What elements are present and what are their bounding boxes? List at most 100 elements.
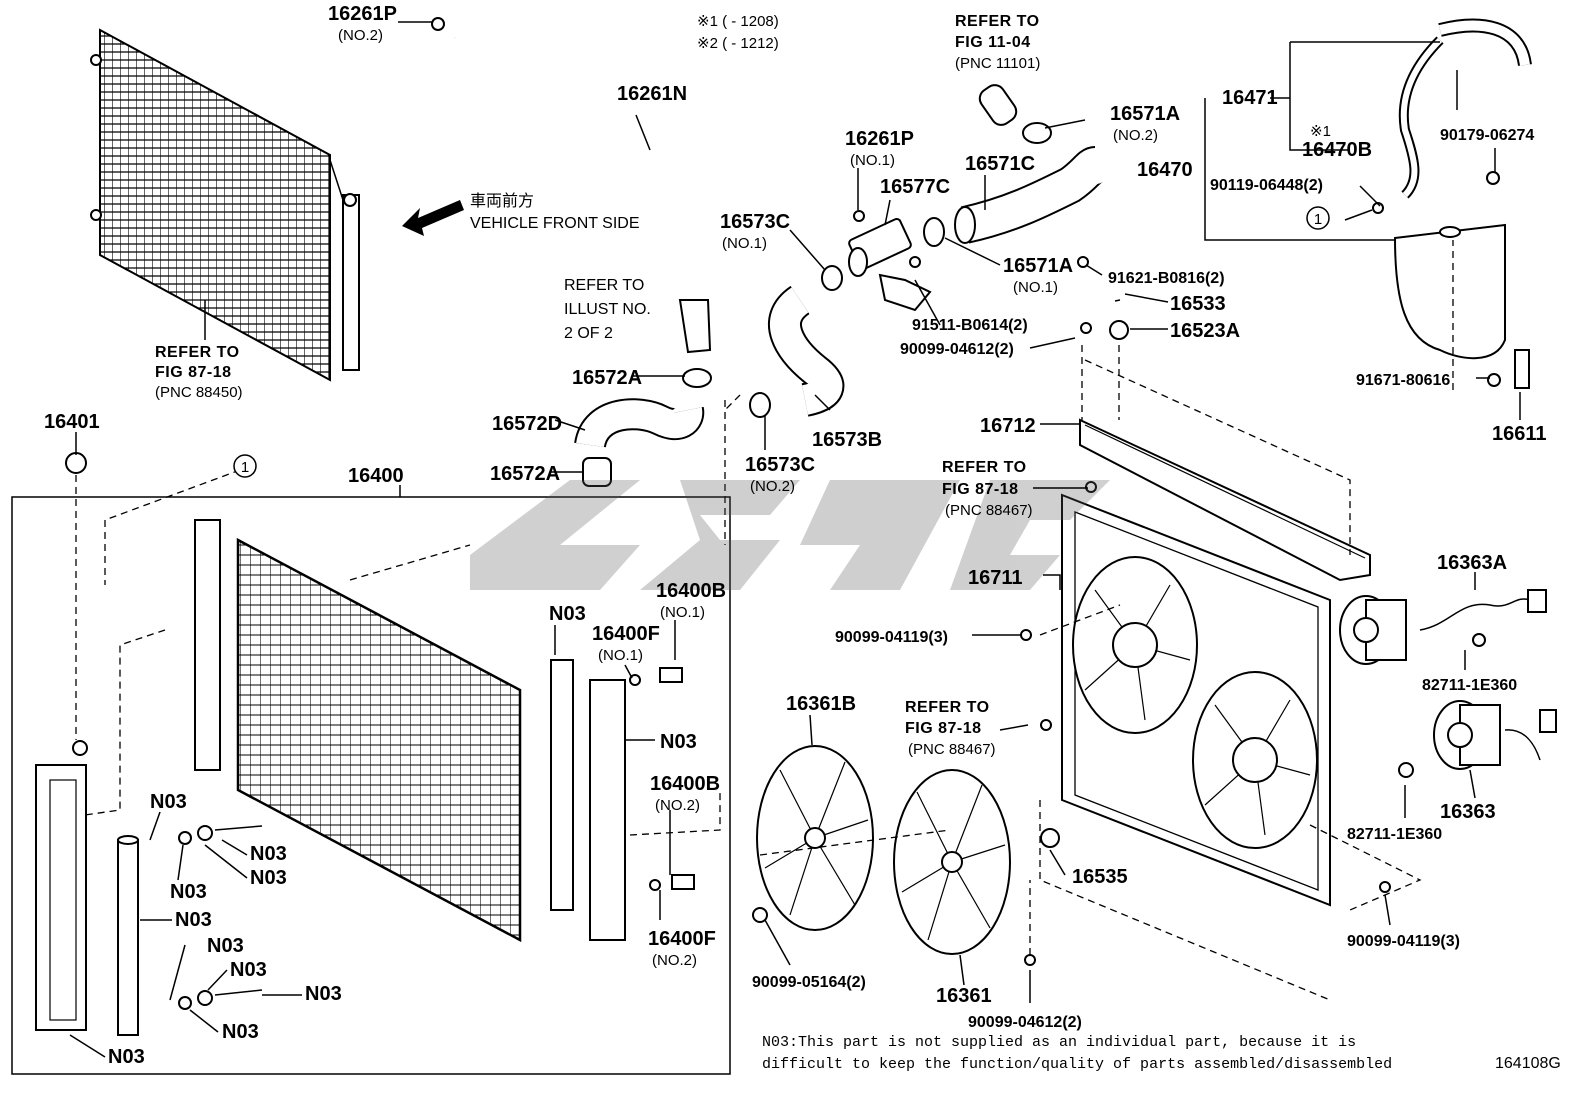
legend-mark2: ※2 ( - 1212)	[697, 35, 779, 52]
reference-illust-line2: ILLUST NO.	[564, 301, 651, 318]
part-label: 16471	[1222, 87, 1278, 109]
fan-blade-16361B	[756, 745, 874, 931]
reserve-tank-illustration	[1393, 18, 1532, 389]
part-sublabel: (NO.1)	[598, 647, 643, 664]
fan-shroud-illustration	[1061, 493, 1331, 907]
reference-condenser-line3: (PNC 88450)	[155, 384, 243, 401]
part-label: 16400F	[592, 623, 660, 645]
part-label: 16400	[348, 465, 404, 487]
legend-mark1: ※1 ( - 1208)	[697, 13, 779, 30]
svg-text:N03: N03	[305, 983, 342, 1005]
part-label: 16571A	[1003, 255, 1073, 277]
part-label: 16572A	[572, 367, 642, 389]
part-label: 16571A	[1110, 103, 1180, 125]
part-label: 16523A	[1170, 320, 1240, 342]
radiator-assembly-box	[11, 496, 731, 1075]
direction-label-en: VEHICLE FRONT SIDE	[470, 215, 640, 232]
part-label: 16611	[1492, 423, 1547, 445]
figure-code: 164108G	[1495, 1055, 1561, 1072]
n03-leader-lines	[69, 625, 655, 1058]
part-sublabel: (NO.1)	[722, 235, 767, 252]
part-label: 16400B	[656, 580, 726, 602]
svg-text:N03: N03	[250, 867, 287, 889]
part-label: 16361B	[786, 693, 856, 715]
reference-condenser-line2: FIG 87-18	[155, 364, 232, 381]
svg-text:1: 1	[1314, 211, 1322, 228]
fan-blade-16361	[893, 769, 1011, 955]
bolt-label: 90099-04119(3)	[835, 629, 948, 646]
svg-text:N03: N03	[660, 731, 697, 753]
part-sublabel: (NO.2)	[655, 797, 700, 814]
watermark-logo	[470, 480, 1110, 590]
reference-shroud-line1: REFER TO	[942, 459, 1027, 476]
part-label: 16533	[1170, 293, 1226, 315]
part-sublabel: (NO.1)	[850, 152, 895, 169]
part-sublabel: ※1	[1310, 123, 1331, 140]
circle-reference-marker-1: 1	[233, 454, 257, 478]
part-sublabel: (NO.1)	[1013, 279, 1058, 296]
part-label: 16401	[44, 411, 100, 433]
reference-engine-line1: REFER TO	[955, 13, 1040, 30]
svg-text:N03: N03	[150, 791, 187, 813]
part-label: 16573B	[812, 429, 882, 451]
support-bracket-illustration	[1079, 418, 1371, 582]
radiator-core-illustration	[35, 519, 626, 1036]
svg-text:N03: N03	[222, 1021, 259, 1043]
assembly-guide-lines	[75, 240, 1454, 1001]
n03-labels: N03 N03 N03 N03 N03 N03 N03 N03 N03 N03 …	[108, 603, 697, 1068]
footer-note-line1: N03:This part is not supplied as an indi…	[762, 1034, 1356, 1051]
part-sublabel: (NO.2)	[1113, 127, 1158, 144]
reference-shroud-line2: FIG 87-18	[942, 481, 1019, 498]
bolt-label: 90099-04612(2)	[900, 341, 1014, 358]
reference-illust-line1: REFER TO	[564, 277, 644, 294]
bolt-label: 91511-B0614(2)	[912, 317, 1028, 334]
reference-engine-line3: (PNC 11101)	[955, 55, 1040, 72]
svg-text:1: 1	[241, 459, 249, 476]
part-label: 16363A	[1437, 552, 1507, 574]
part-label: 16572D	[492, 413, 562, 435]
bolt-label: 90099-04119(3)	[1347, 933, 1460, 950]
part-label: 16712	[980, 415, 1036, 437]
bolt-label: 90099-05164(2)	[752, 974, 866, 991]
bolt-label: 91671-80616	[1356, 372, 1450, 389]
svg-text:N03: N03	[170, 881, 207, 903]
vehicle-front-arrow-icon	[402, 200, 464, 236]
part-label: 16470B	[1302, 139, 1372, 161]
reference-shroud-line3: (PNC 88467)	[945, 502, 1033, 519]
reference-fan-line2: FIG 87-18	[905, 720, 982, 737]
bolt-label: 90099-04612(2)	[968, 1014, 1082, 1031]
part-label: 16400B	[650, 773, 720, 795]
bolt-label: 90119-06448(2)	[1210, 177, 1323, 194]
small-parts-illustrations	[65, 171, 1501, 1010]
svg-text:N03: N03	[250, 843, 287, 865]
condenser-illustration	[90, 28, 360, 382]
part-label: 16535	[1072, 866, 1128, 888]
part-label: 16261N	[617, 83, 687, 105]
reference-fan-line1: REFER TO	[905, 699, 990, 716]
part-label: 16361	[936, 985, 992, 1007]
leader-lines	[75, 21, 1521, 1003]
bolt-label: 91621-B0816(2)	[1108, 270, 1225, 287]
svg-text:N03: N03	[207, 935, 244, 957]
svg-text:N03: N03	[549, 603, 586, 625]
hose-illustrations	[431, 17, 1104, 487]
part-label: 16571C	[965, 153, 1035, 175]
part-label: 16261P	[328, 3, 397, 25]
svg-text:N03: N03	[230, 959, 267, 981]
part-label: 16573C	[745, 454, 815, 476]
reference-condenser-line1: REFER TO	[155, 344, 240, 361]
part-label: 16363	[1440, 801, 1496, 823]
part-sublabel: (NO.2)	[652, 952, 697, 969]
reference-engine-line2: FIG 11-04	[955, 34, 1031, 51]
bolt-label: 82711-1E360	[1347, 826, 1442, 843]
fan-motor-illustrations	[1339, 589, 1557, 770]
bolt-label: 82711-1E360	[1422, 677, 1517, 694]
footer-note-line2: difficult to keep the function/quality o…	[762, 1056, 1392, 1073]
part-label: 16470	[1137, 159, 1193, 181]
part-label: 16572A	[490, 463, 560, 485]
svg-text:N03: N03	[108, 1046, 145, 1068]
part-label: 16400F	[648, 928, 716, 950]
bolt-label: 90179-06274	[1440, 127, 1534, 144]
reference-illust-line3: 2 OF 2	[564, 325, 613, 342]
svg-text:N03: N03	[175, 909, 212, 931]
